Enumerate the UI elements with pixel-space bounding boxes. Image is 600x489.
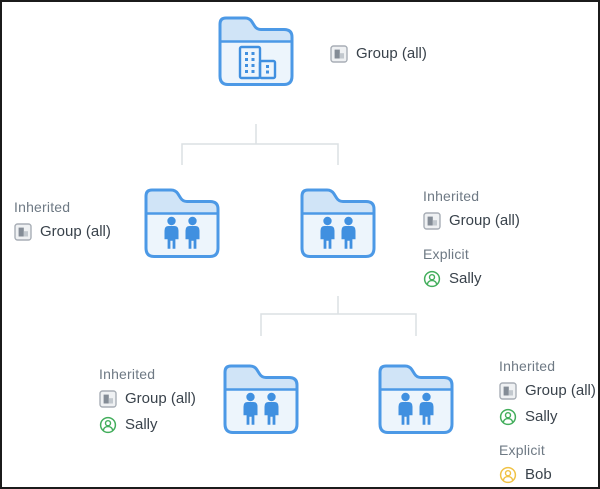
member-icon-green — [499, 408, 517, 426]
member-icon-green — [99, 416, 117, 434]
permission-name: Bob — [525, 466, 552, 483]
team-folder-icon-mid-right — [298, 186, 378, 258]
permission-name: Group (all) — [356, 45, 427, 62]
permission-entry: Group (all) — [423, 211, 520, 231]
permission-name: Sally — [449, 270, 482, 287]
permission-entry: Group (all) — [330, 44, 427, 64]
permission-section: Explicit Bob — [499, 442, 596, 485]
permission-section-header: Inherited — [14, 199, 71, 215]
permission-entry: Group (all) — [499, 381, 596, 401]
permission-name: Group (all) — [525, 382, 596, 399]
connector-top-branch — [181, 124, 339, 165]
connector-bottom-branch — [260, 296, 417, 336]
permissions-mid-right: Inherited Group (all) Explicit Sally — [423, 188, 520, 289]
permission-name: Group (all) — [449, 212, 520, 229]
group-icon — [499, 382, 517, 400]
permissions-bottom-left: Inherited Group (all) Sally — [99, 366, 196, 435]
permission-section-header: Inherited — [499, 358, 556, 374]
permission-name: Sally — [125, 416, 158, 433]
permission-section: Inherited Group (all) — [423, 188, 520, 231]
permission-section: Explicit Sally — [423, 246, 520, 289]
permission-section: Inherited Group (all) Sally — [99, 366, 196, 435]
permission-name: Sally — [525, 408, 558, 425]
group-icon — [330, 45, 348, 63]
permission-section: Inherited Group (all) — [14, 199, 111, 242]
team-folder-icon-mid-left — [142, 186, 222, 258]
permission-entry: Group (all) — [99, 389, 196, 409]
group-icon — [14, 223, 32, 241]
permission-entry: Sally — [423, 269, 520, 289]
permission-name: Group (all) — [40, 223, 111, 240]
permission-entry: Sally — [99, 415, 196, 435]
team-folder-icon-bottom-left — [221, 362, 301, 434]
permission-entry: Bob — [499, 465, 596, 485]
organization-folder-icon — [216, 14, 296, 86]
permission-name: Group (all) — [125, 390, 196, 407]
permission-section-header: Inherited — [423, 188, 480, 204]
permissions-root: Group (all) — [330, 44, 427, 64]
permissions-bottom-right: Inherited Group (all) Sally Explicit Bob — [499, 358, 596, 485]
permission-entry: Group (all) — [14, 222, 111, 242]
permission-section: Group (all) — [330, 44, 427, 64]
member-icon-yellow — [499, 466, 517, 484]
member-icon-green — [423, 270, 441, 288]
permission-section-header: Explicit — [499, 442, 545, 458]
group-icon — [423, 212, 441, 230]
group-icon — [99, 390, 117, 408]
permission-section: Inherited Group (all) Sally — [499, 358, 596, 427]
permissions-mid-left: Inherited Group (all) — [14, 199, 111, 242]
permission-section-header: Explicit — [423, 246, 469, 262]
permission-entry: Sally — [499, 407, 596, 427]
permission-section-header: Inherited — [99, 366, 156, 382]
team-folder-icon-bottom-right — [376, 362, 456, 434]
